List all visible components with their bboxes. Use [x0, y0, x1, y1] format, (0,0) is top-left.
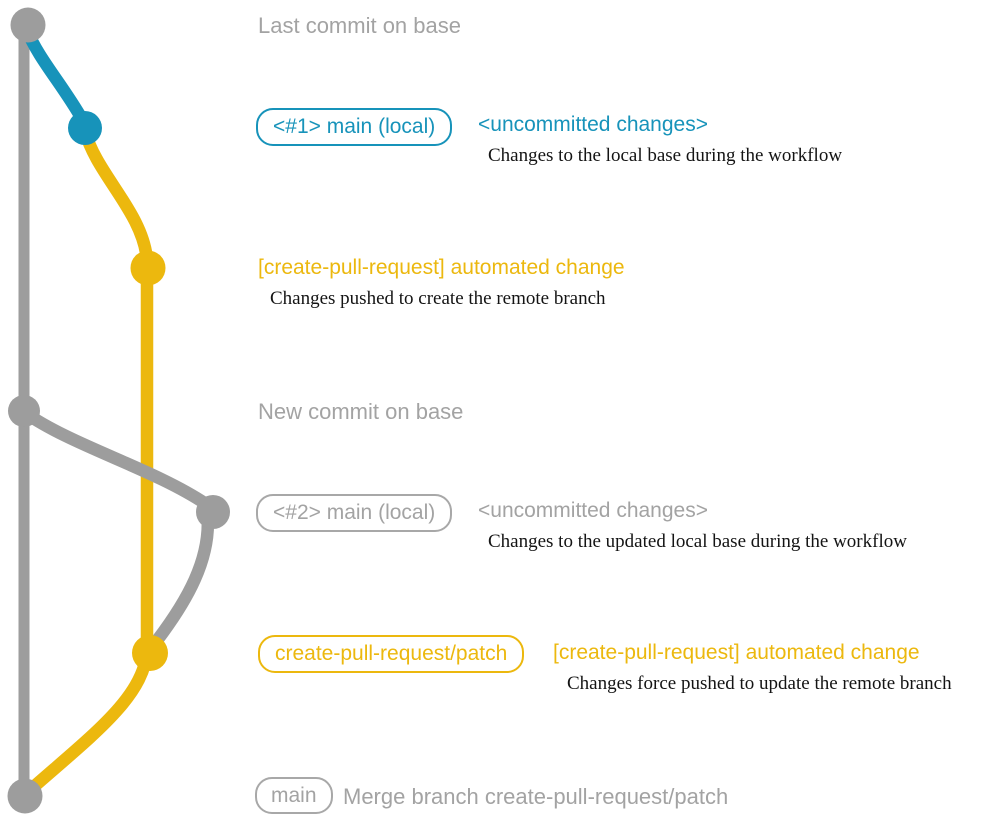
commit-node-local-2: [196, 495, 230, 529]
branch-tag-main-local-1: <#1> main (local): [256, 108, 453, 146]
title-automated-change-1: [create-pull-request] automated change: [258, 256, 625, 279]
note-last-commit-on-base: Last commit on base: [258, 13, 461, 38]
rebase-branch-line: [17, 405, 215, 654]
description-uncommitted-changes-1: Changes to the local base during the wor…: [488, 145, 843, 166]
description-automated-change-1: Changes pushed to create the remote bran…: [270, 288, 606, 309]
commit-node-merge: [7, 778, 43, 814]
branch-tag-main: main: [255, 777, 333, 814]
commit-node-last-base: [10, 7, 46, 43]
local-changes-line: [20, 23, 89, 126]
commit-node-local-1: [68, 111, 102, 145]
note-merge-branch: Merge branch create-pull-request/patch: [343, 784, 729, 809]
commit-node-automated-1: [130, 250, 166, 286]
branch-tag-main-local-2: <#2> main (local): [256, 494, 453, 532]
commit-node-new-base: [8, 395, 40, 427]
branch-tag-create-pull-request-patch: create-pull-request/patch: [258, 635, 525, 673]
description-uncommitted-changes-2: Changes to the updated local base during…: [488, 531, 907, 552]
title-uncommitted-changes-2: <uncommitted changes>: [478, 499, 708, 522]
description-automated-change-2: Changes force pushed to update the remot…: [567, 673, 952, 694]
note-new-commit-on-base: New commit on base: [258, 399, 464, 424]
title-uncommitted-changes-1: <uncommitted changes>: [478, 113, 708, 136]
commit-node-automated-2: [132, 635, 168, 671]
title-automated-change-2: [create-pull-request] automated change: [553, 641, 920, 664]
